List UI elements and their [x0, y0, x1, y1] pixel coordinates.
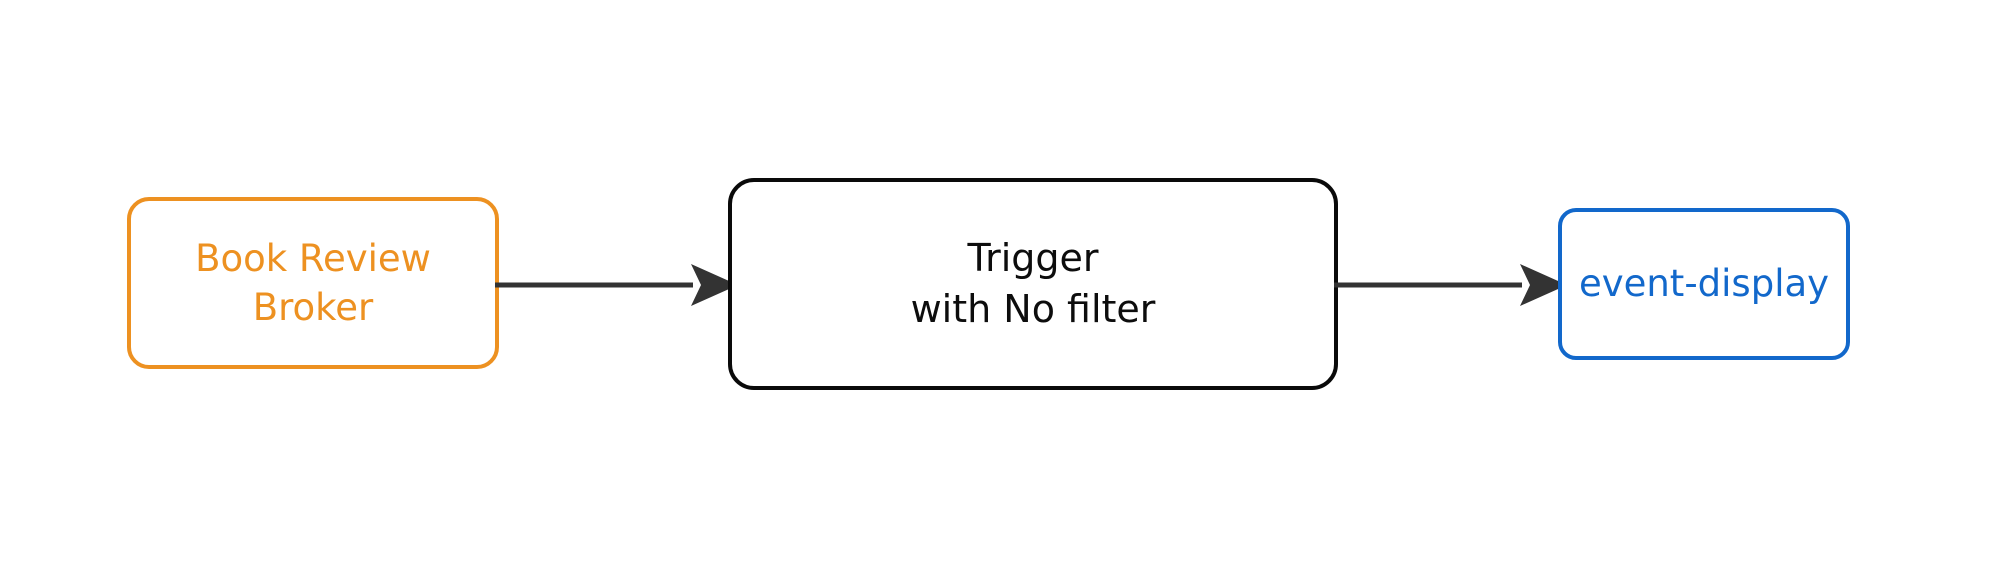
node-label-event-display: event-display	[1578, 262, 1830, 306]
diagram-edge-broker-to-trigger	[495, 264, 738, 306]
node-label-trigger: Trigger with No filter	[910, 236, 1156, 331]
diagram-node-book-review-broker[interactable]: Book Review Broker	[127, 197, 499, 369]
arrowhead-icon-trigger-to-event-display	[1520, 264, 1567, 306]
diagram-node-event-display[interactable]: event-display	[1558, 208, 1850, 360]
arrowhead-icon-broker-to-trigger	[691, 264, 738, 306]
node-label-book-review-broker: Book Review Broker	[195, 236, 431, 329]
diagram-edge-trigger-to-event-display	[1334, 264, 1567, 306]
diagram-node-trigger[interactable]: Trigger with No filter	[728, 178, 1338, 390]
